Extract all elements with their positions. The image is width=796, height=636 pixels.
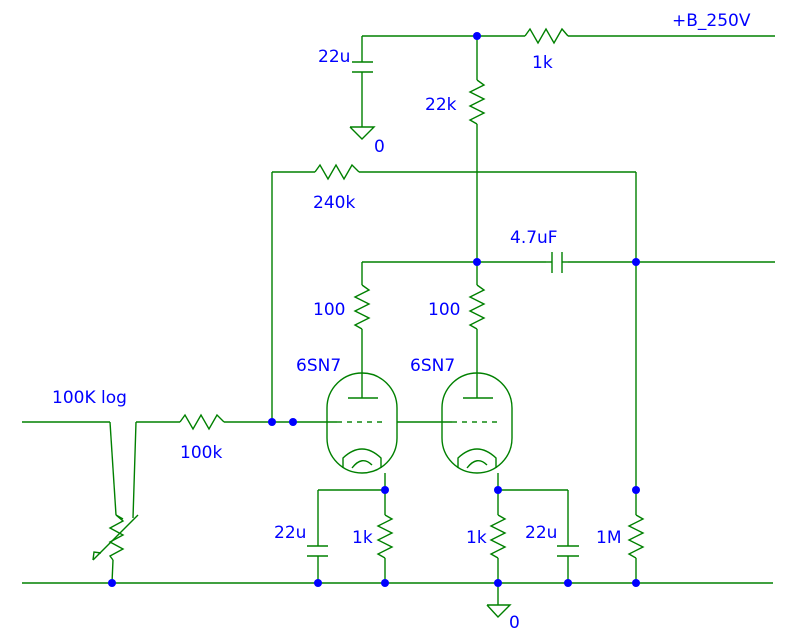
label-c-out: 4.7uF xyxy=(510,228,558,248)
junction-dot xyxy=(268,418,276,426)
label-r-out: 1M xyxy=(596,528,621,548)
junction-dot xyxy=(473,32,481,40)
ground-symbol-bottom xyxy=(486,604,512,619)
ground-symbol-top xyxy=(349,126,376,140)
label-r-input: 100k xyxy=(180,443,222,463)
junction-dot xyxy=(632,579,640,587)
cathode-right xyxy=(489,473,579,605)
capacitor-top-22u xyxy=(352,36,373,127)
label-tube-left: 6SN7 xyxy=(296,356,341,376)
supply-rail xyxy=(362,27,775,45)
resistor-100-left xyxy=(353,262,371,398)
resistor-100-right xyxy=(468,262,486,398)
junction-dot xyxy=(108,579,116,587)
junction-dot xyxy=(494,486,502,494)
label-r-feedback: 240k xyxy=(313,193,355,213)
resistor-input-100k xyxy=(179,413,272,431)
junction-dot xyxy=(381,579,389,587)
resistor-output-1m xyxy=(627,262,645,583)
resistor-plate-22k xyxy=(468,36,486,262)
junction-dot xyxy=(494,579,502,587)
label-r-cath-right: 1k xyxy=(466,528,487,548)
resistor-supply-1k xyxy=(524,27,569,45)
label-c-top: 22u xyxy=(318,47,350,67)
label-supply: +B_250V xyxy=(672,11,751,31)
label-gnd-top: 0 xyxy=(374,137,385,157)
junctions xyxy=(108,32,640,587)
cathode-left xyxy=(307,473,394,583)
label-tube-right: 6SN7 xyxy=(410,356,455,376)
junction-dot xyxy=(314,579,322,587)
label-c-cath-right: 22u xyxy=(525,523,557,543)
potentiometer-100k-log xyxy=(92,421,180,584)
junction-dot xyxy=(381,486,389,494)
input-line xyxy=(22,421,117,516)
label-r-grid-right: 100 xyxy=(428,300,460,320)
resistor-feedback-240k xyxy=(271,163,637,422)
junction-dot xyxy=(632,258,640,266)
tube-6sn7-left xyxy=(326,372,398,474)
label-gnd-bottom: 0 xyxy=(509,613,520,633)
junction-dot xyxy=(564,579,572,587)
label-r-plate: 22k xyxy=(425,95,457,115)
junction-dot xyxy=(289,418,297,426)
label-c-cath-left: 22u xyxy=(274,523,306,543)
label-pot: 100K log xyxy=(52,388,127,408)
junction-dot xyxy=(473,258,481,266)
junction-dot xyxy=(632,486,640,494)
plate-node xyxy=(362,252,775,273)
tube-6sn7-right xyxy=(441,372,513,474)
label-r-cath-left: 1k xyxy=(352,528,373,548)
label-r-supply: 1k xyxy=(532,53,553,73)
label-r-grid-left: 100 xyxy=(313,300,345,320)
